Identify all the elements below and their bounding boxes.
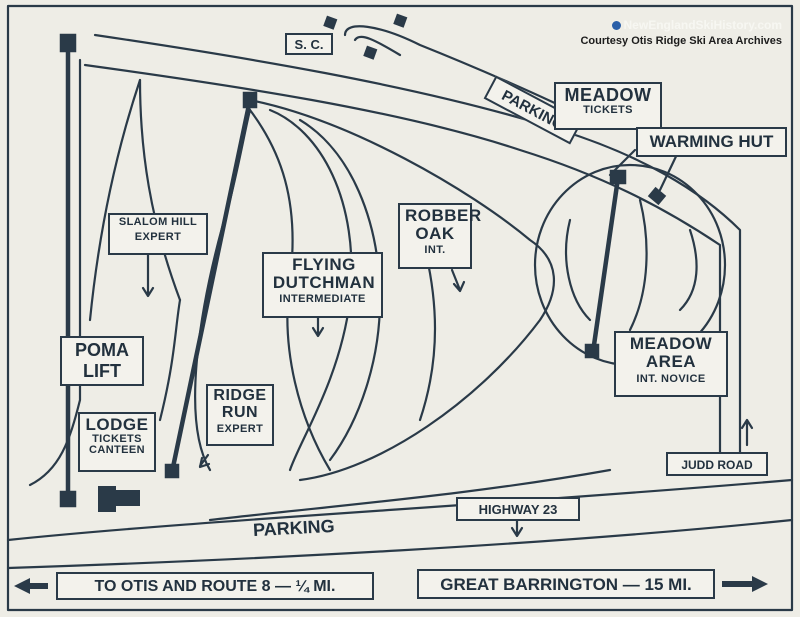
ridge-lift-line bbox=[169, 99, 253, 473]
meadow-area-label: MEADOW AREA INT. NOVICE bbox=[614, 331, 728, 397]
meadow-lift-bottom-station bbox=[584, 343, 600, 359]
sc-label: S. C. bbox=[285, 33, 333, 55]
ridge-run-arrow bbox=[198, 453, 211, 469]
ridge-lift-bottom-station bbox=[164, 463, 180, 479]
poma-lift-bottom-station bbox=[59, 490, 77, 508]
left-arrow-icon bbox=[14, 578, 48, 594]
ridge-lift-top-station bbox=[242, 91, 258, 109]
courtesy-credit: Courtesy Otis Ridge Ski Area Archives bbox=[580, 35, 782, 47]
lodge-building-main bbox=[98, 486, 116, 512]
slalom-hill-label: SLALOM HILL EXPERT bbox=[108, 213, 208, 255]
poma-lift-label: POMA LIFT bbox=[60, 336, 144, 386]
meadow-trail-2 bbox=[628, 198, 648, 332]
lodge-label: LODGE TICKETS CANTEEN bbox=[78, 412, 156, 472]
left-slope-edge bbox=[28, 58, 82, 487]
ridge-run-label: RIDGE RUN EXPERT bbox=[206, 384, 274, 446]
slalom-trail-left bbox=[88, 78, 142, 322]
site-credit: NewEnglandSkiHistory.com bbox=[580, 18, 782, 32]
top-access-road-inner bbox=[83, 63, 722, 462]
map-frame bbox=[6, 4, 794, 612]
judd-road-label: JUDD ROAD bbox=[666, 452, 768, 476]
meadow-lift-line bbox=[590, 177, 621, 353]
slalom-trail-right bbox=[138, 78, 182, 302]
highway-23-label: HIGHWAY 23 bbox=[456, 497, 580, 521]
highway-lower-edge bbox=[6, 518, 794, 570]
flying-dutchman-label: FLYING DUTCHMAN INTERMEDIATE bbox=[262, 252, 383, 318]
warming-hut-label: WARMING HUT bbox=[636, 127, 787, 157]
sc-building-3 bbox=[363, 45, 378, 60]
to-otis-label: TO OTIS AND ROUTE 8 — ¼ MI. bbox=[56, 572, 374, 600]
credit-block: NewEnglandSkiHistory.com Courtesy Otis R… bbox=[580, 18, 782, 47]
sc-road bbox=[343, 25, 592, 122]
meadow-lift-top-station bbox=[609, 169, 627, 185]
slalom-arrow bbox=[141, 253, 155, 298]
meadow-tickets-label: MEADOW TICKETS bbox=[554, 82, 662, 130]
parking-bottom-label: PARKING bbox=[252, 515, 336, 541]
robber-oak-trail bbox=[248, 98, 556, 482]
great-barrington-label: GREAT BARRINGTON — 15 MI. bbox=[417, 569, 715, 599]
robber-oak-arrow bbox=[450, 268, 466, 293]
lodge-building-wing bbox=[116, 490, 140, 506]
judd-road-arrow bbox=[740, 418, 754, 447]
meadow-trail-1 bbox=[564, 218, 592, 322]
warming-hut-building bbox=[647, 186, 667, 206]
sc-building-2 bbox=[393, 13, 408, 28]
skier-icon bbox=[611, 21, 621, 31]
poma-lift-top-station bbox=[59, 33, 77, 53]
robber-oak-label: ROBBER OAK INT. bbox=[398, 203, 481, 269]
parking-lower-curve bbox=[208, 468, 612, 522]
highway-upper-edge bbox=[6, 478, 794, 542]
sc-building-1 bbox=[323, 15, 338, 30]
meadow-trail-3 bbox=[678, 228, 698, 312]
sc-loop bbox=[353, 35, 402, 57]
slalom-trail-lower bbox=[158, 298, 182, 422]
right-arrow-icon bbox=[722, 576, 768, 592]
dutchman-arrow bbox=[311, 316, 325, 338]
